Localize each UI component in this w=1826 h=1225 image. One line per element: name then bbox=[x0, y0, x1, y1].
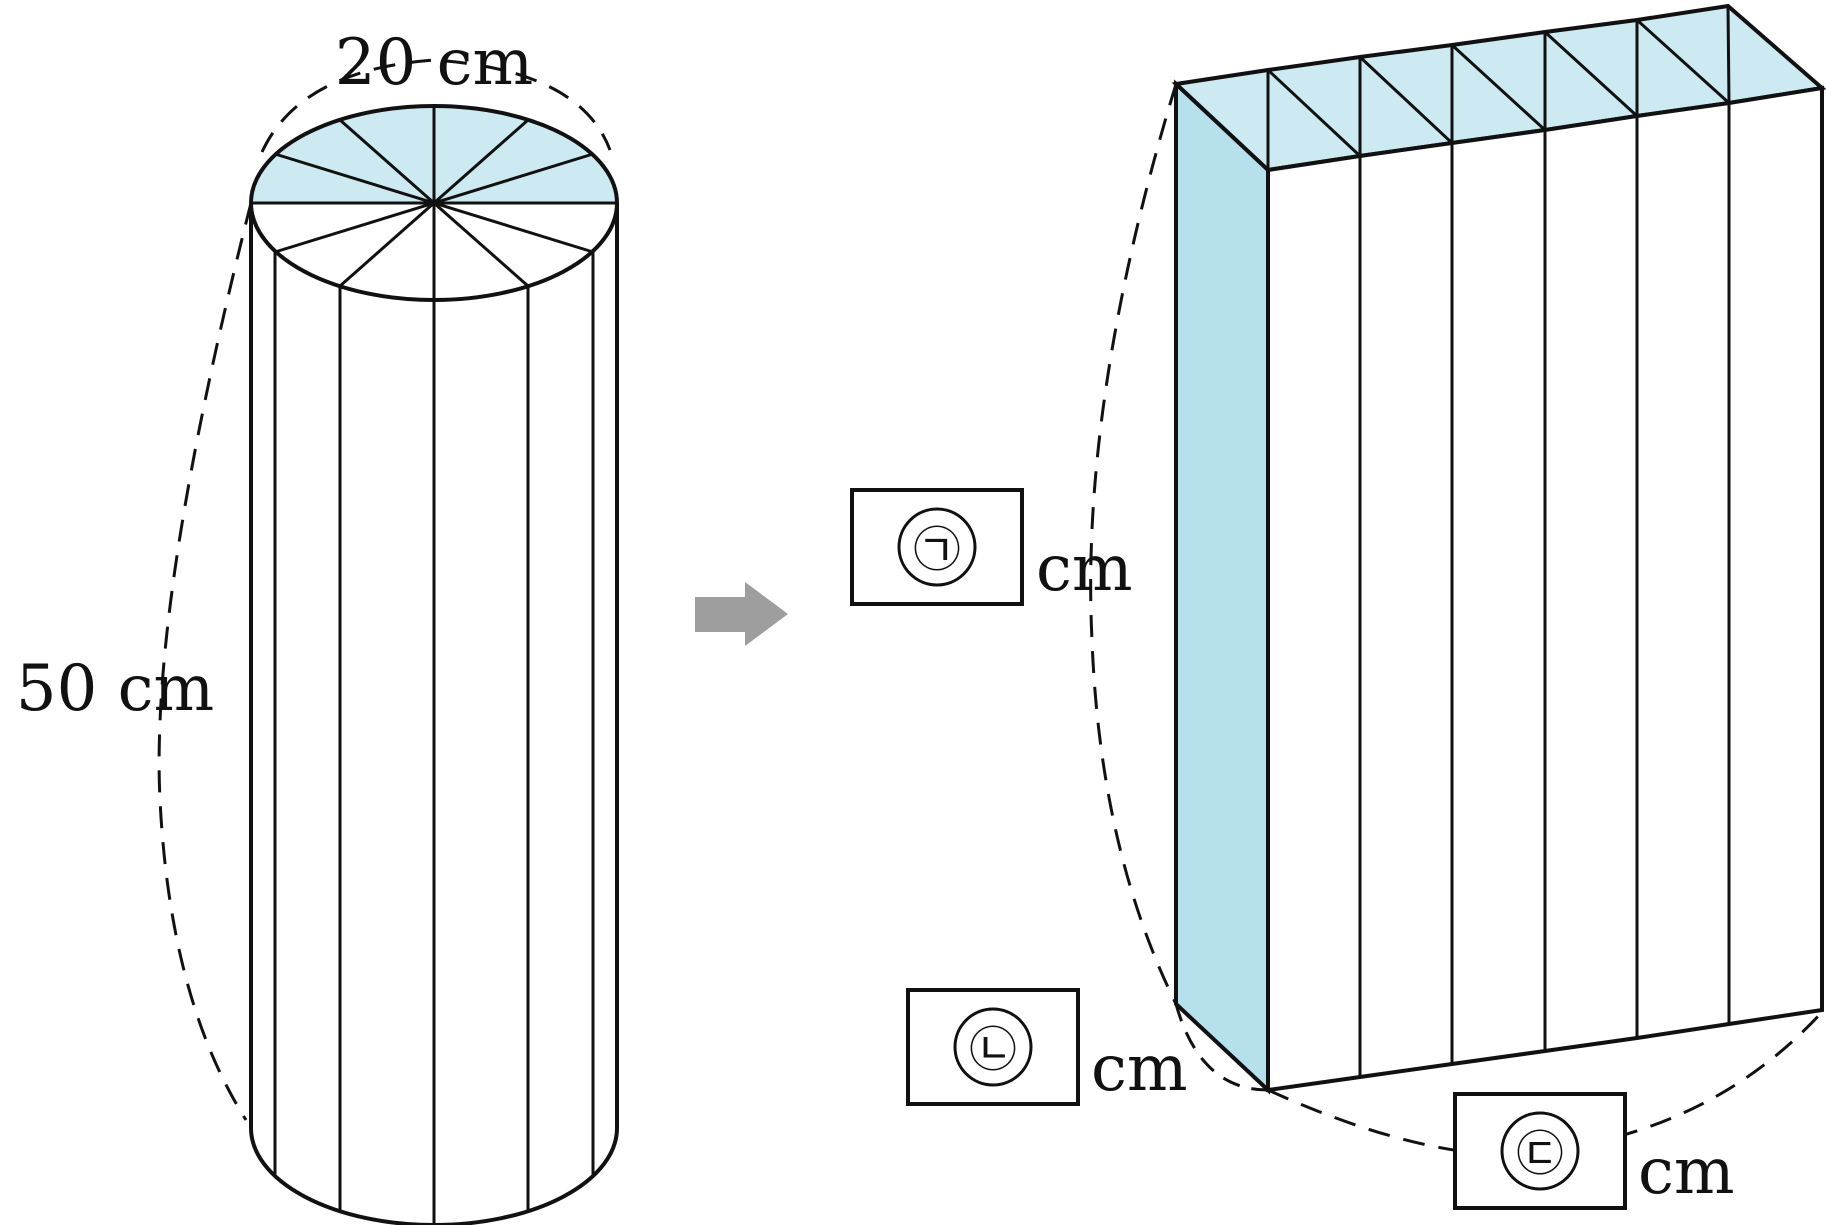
blank-a-unit: cm bbox=[1036, 532, 1133, 606]
blank-b-mark: ㉡ bbox=[969, 1022, 1017, 1078]
blank-b: ㉡ bbox=[906, 988, 1080, 1106]
diameter-dashed-arc bbox=[260, 58, 612, 153]
cylinder-strip-lines bbox=[273, 252, 595, 1224]
blank-a-mark: ㉠ bbox=[913, 522, 961, 578]
unrolled-strips bbox=[1171, 3, 1826, 1095]
blank-b-unit: cm bbox=[1091, 1032, 1188, 1106]
unrolled-corner-dashed bbox=[1174, 1003, 1269, 1092]
height-dashed-arc bbox=[157, 202, 253, 1121]
transform-arrow bbox=[695, 582, 788, 646]
blank-a: ㉠ bbox=[850, 488, 1024, 606]
blank-c-unit: cm bbox=[1638, 1135, 1735, 1209]
first-strip-face bbox=[1174, 79, 1270, 1095]
diameter-label: 20 cm bbox=[335, 26, 533, 100]
strip-dividers bbox=[1266, 4, 1824, 1077]
blank-c-mark: ㉢ bbox=[1516, 1126, 1564, 1182]
blank-c: ㉢ bbox=[1453, 1092, 1627, 1210]
cylinder-top-sectors bbox=[251, 106, 617, 300]
unrolled-height-dashed-arc bbox=[1089, 83, 1178, 1005]
height-label: 50 cm bbox=[16, 652, 214, 726]
cylinder bbox=[249, 104, 619, 1225]
